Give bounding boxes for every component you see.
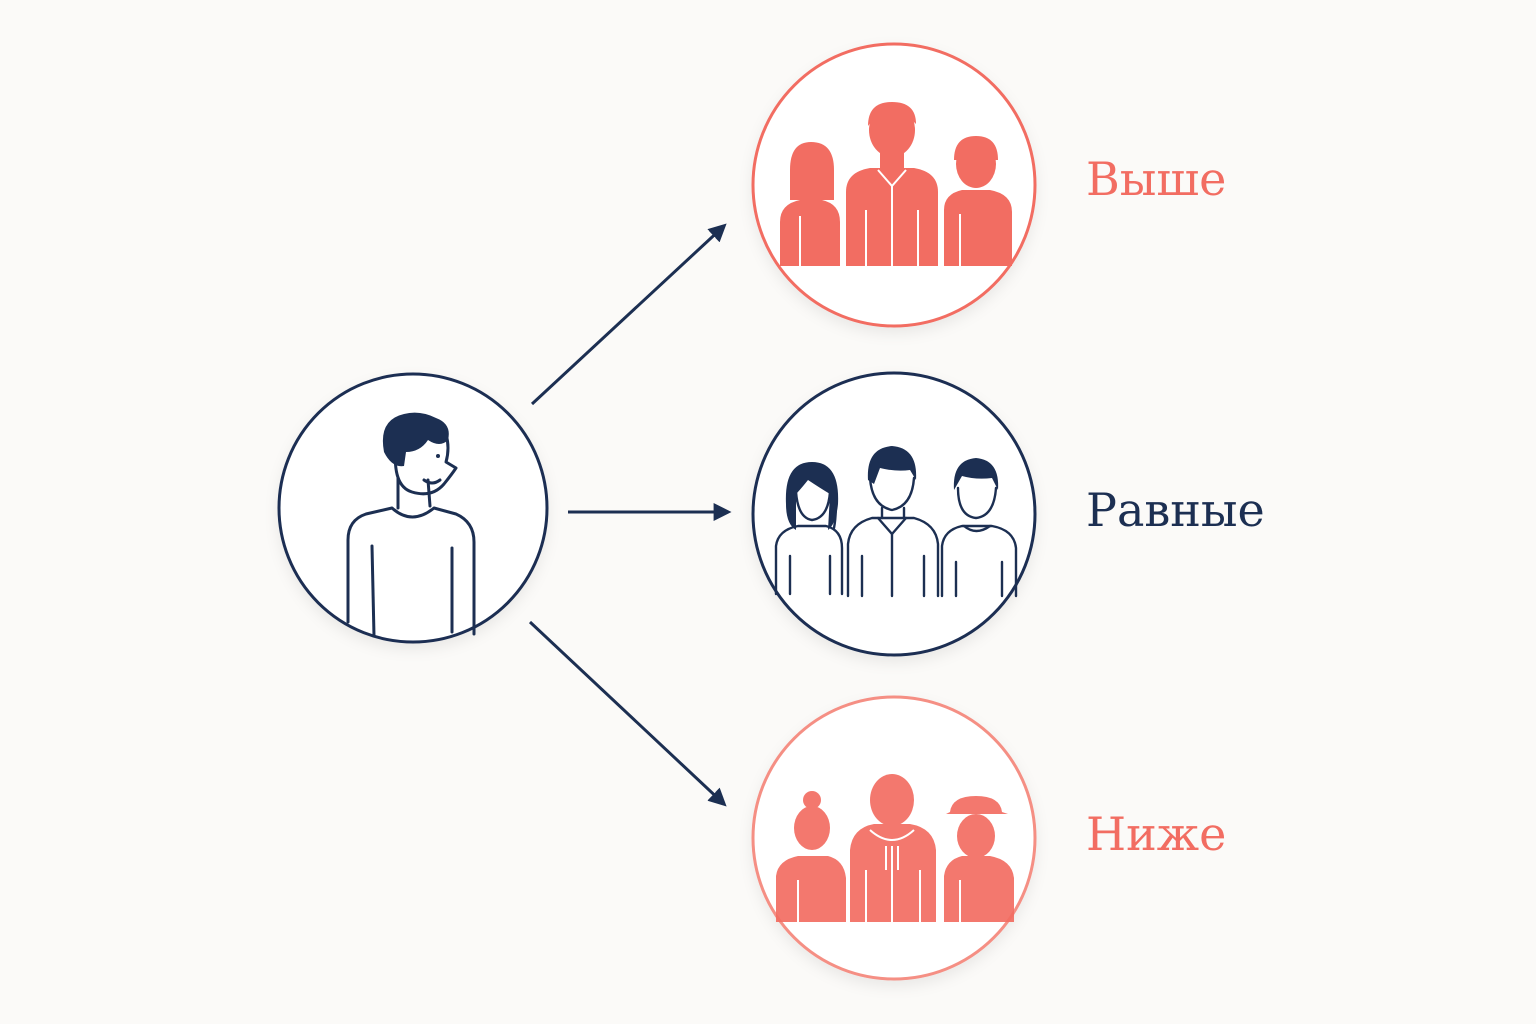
subject-node (277, 372, 549, 644)
group-higher-node (751, 42, 1037, 328)
group-young-icon (776, 774, 1014, 922)
group-equal-node (751, 371, 1037, 657)
person-icon (346, 432, 476, 638)
label-higher: Выше (1086, 152, 1227, 206)
arrow-to-lower (528, 620, 727, 807)
label-equal: Равные (1086, 483, 1265, 537)
label-lower: Ниже (1086, 807, 1227, 861)
arrows (528, 223, 732, 807)
arrow-to-higher (530, 223, 727, 406)
hair-shape (382, 412, 449, 467)
group-lower-node (751, 695, 1037, 981)
